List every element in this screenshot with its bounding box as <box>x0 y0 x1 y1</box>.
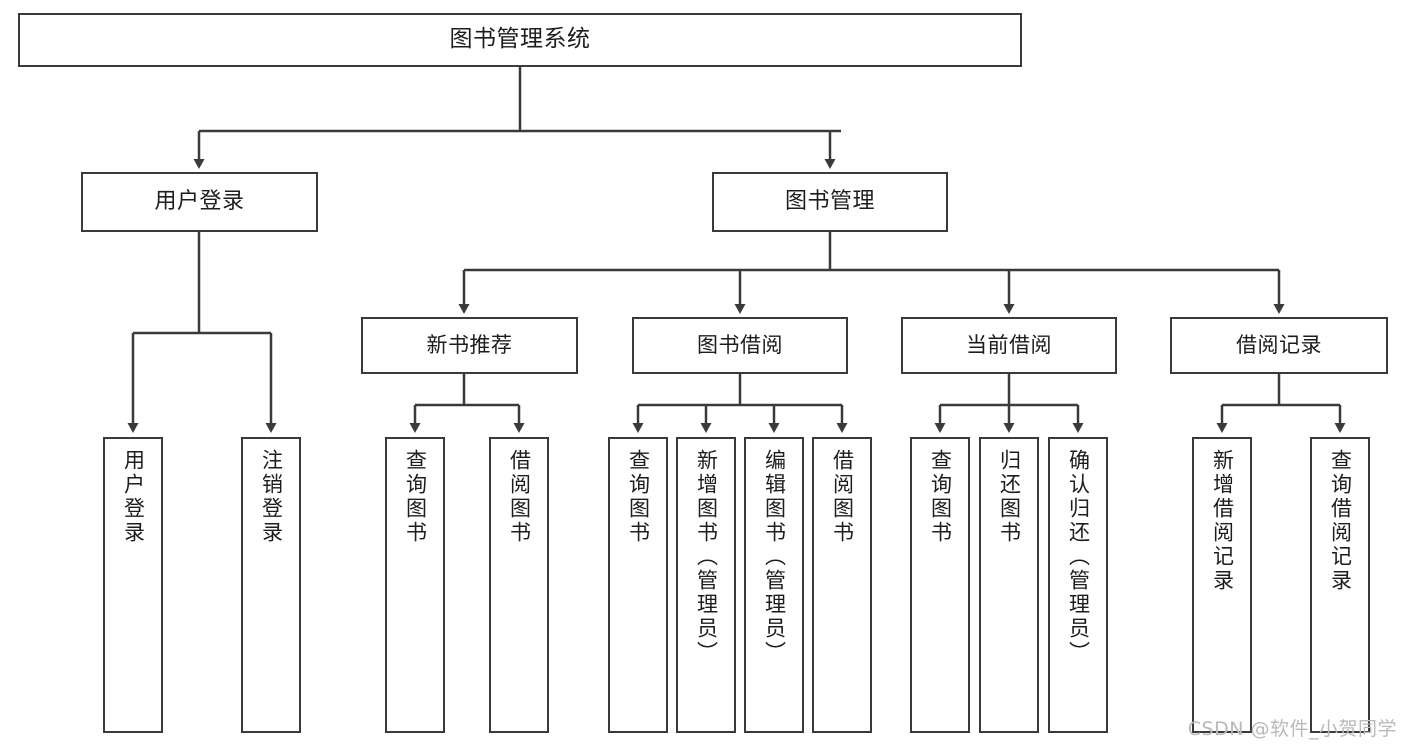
leaf-logout-label: 注销登录 <box>259 449 284 545</box>
leaf-query-borrow-record[interactable]: 查询借阅记录 <box>1310 437 1370 733</box>
node-user-login-label: 用户登录 <box>154 189 245 215</box>
node-new-book-recommend-label: 新书推荐 <box>426 333 513 358</box>
leaf-borrow-book[interactable]: 借阅图书 <box>812 437 872 733</box>
leaf-edit-book-admin[interactable]: 编辑图书（管理员） <box>744 437 804 733</box>
node-book-management-label: 图书管理 <box>784 189 875 215</box>
leaf-query-books-recommend-label: 查询图书 <box>403 449 428 545</box>
leaf-logout[interactable]: 注销登录 <box>241 437 301 733</box>
leaf-add-borrow-record-label: 新增借阅记录 <box>1210 449 1235 593</box>
leaf-query-books-current-label: 查询图书 <box>928 449 953 545</box>
leaf-query-books-current[interactable]: 查询图书 <box>910 437 970 733</box>
leaf-query-books-borrow[interactable]: 查询图书 <box>608 437 668 733</box>
leaf-return-book-label: 归还图书 <box>997 449 1022 545</box>
leaf-add-book-admin-label: 新增图书（管理员） <box>694 449 719 665</box>
leaf-confirm-return-admin[interactable]: 确认归还（管理员） <box>1048 437 1108 733</box>
leaf-user-login[interactable]: 用户登录 <box>103 437 163 733</box>
node-book-management[interactable]: 图书管理 <box>712 172 948 232</box>
node-user-login[interactable]: 用户登录 <box>81 172 318 232</box>
leaf-query-books-recommend[interactable]: 查询图书 <box>385 437 445 733</box>
node-current-borrow[interactable]: 当前借阅 <box>901 317 1117 374</box>
node-root[interactable]: 图书管理系统 <box>18 13 1022 67</box>
node-current-borrow-label: 当前借阅 <box>966 333 1052 358</box>
node-borrow-records-label: 借阅记录 <box>1236 333 1322 358</box>
node-book-borrow-label: 图书借阅 <box>697 333 783 358</box>
leaf-query-borrow-record-label: 查询借阅记录 <box>1328 449 1353 593</box>
leaf-return-book[interactable]: 归还图书 <box>979 437 1039 733</box>
leaf-query-books-borrow-label: 查询图书 <box>626 449 651 545</box>
watermark-text: CSDN @软件_小贺同学 <box>1187 718 1397 740</box>
leaf-borrow-books-recommend[interactable]: 借阅图书 <box>489 437 549 733</box>
leaf-user-login-label: 用户登录 <box>121 449 146 545</box>
node-book-borrow[interactable]: 图书借阅 <box>632 317 848 374</box>
node-borrow-records[interactable]: 借阅记录 <box>1170 317 1388 374</box>
node-new-book-recommend[interactable]: 新书推荐 <box>361 317 578 374</box>
leaf-add-borrow-record[interactable]: 新增借阅记录 <box>1192 437 1252 733</box>
leaf-borrow-book-label: 借阅图书 <box>830 449 855 545</box>
leaf-confirm-return-admin-label: 确认归还（管理员） <box>1066 449 1091 665</box>
node-root-label: 图书管理系统 <box>449 26 591 53</box>
leaf-borrow-books-recommend-label: 借阅图书 <box>507 449 532 545</box>
leaf-add-book-admin[interactable]: 新增图书（管理员） <box>676 437 736 733</box>
leaf-edit-book-admin-label: 编辑图书（管理员） <box>762 449 787 665</box>
